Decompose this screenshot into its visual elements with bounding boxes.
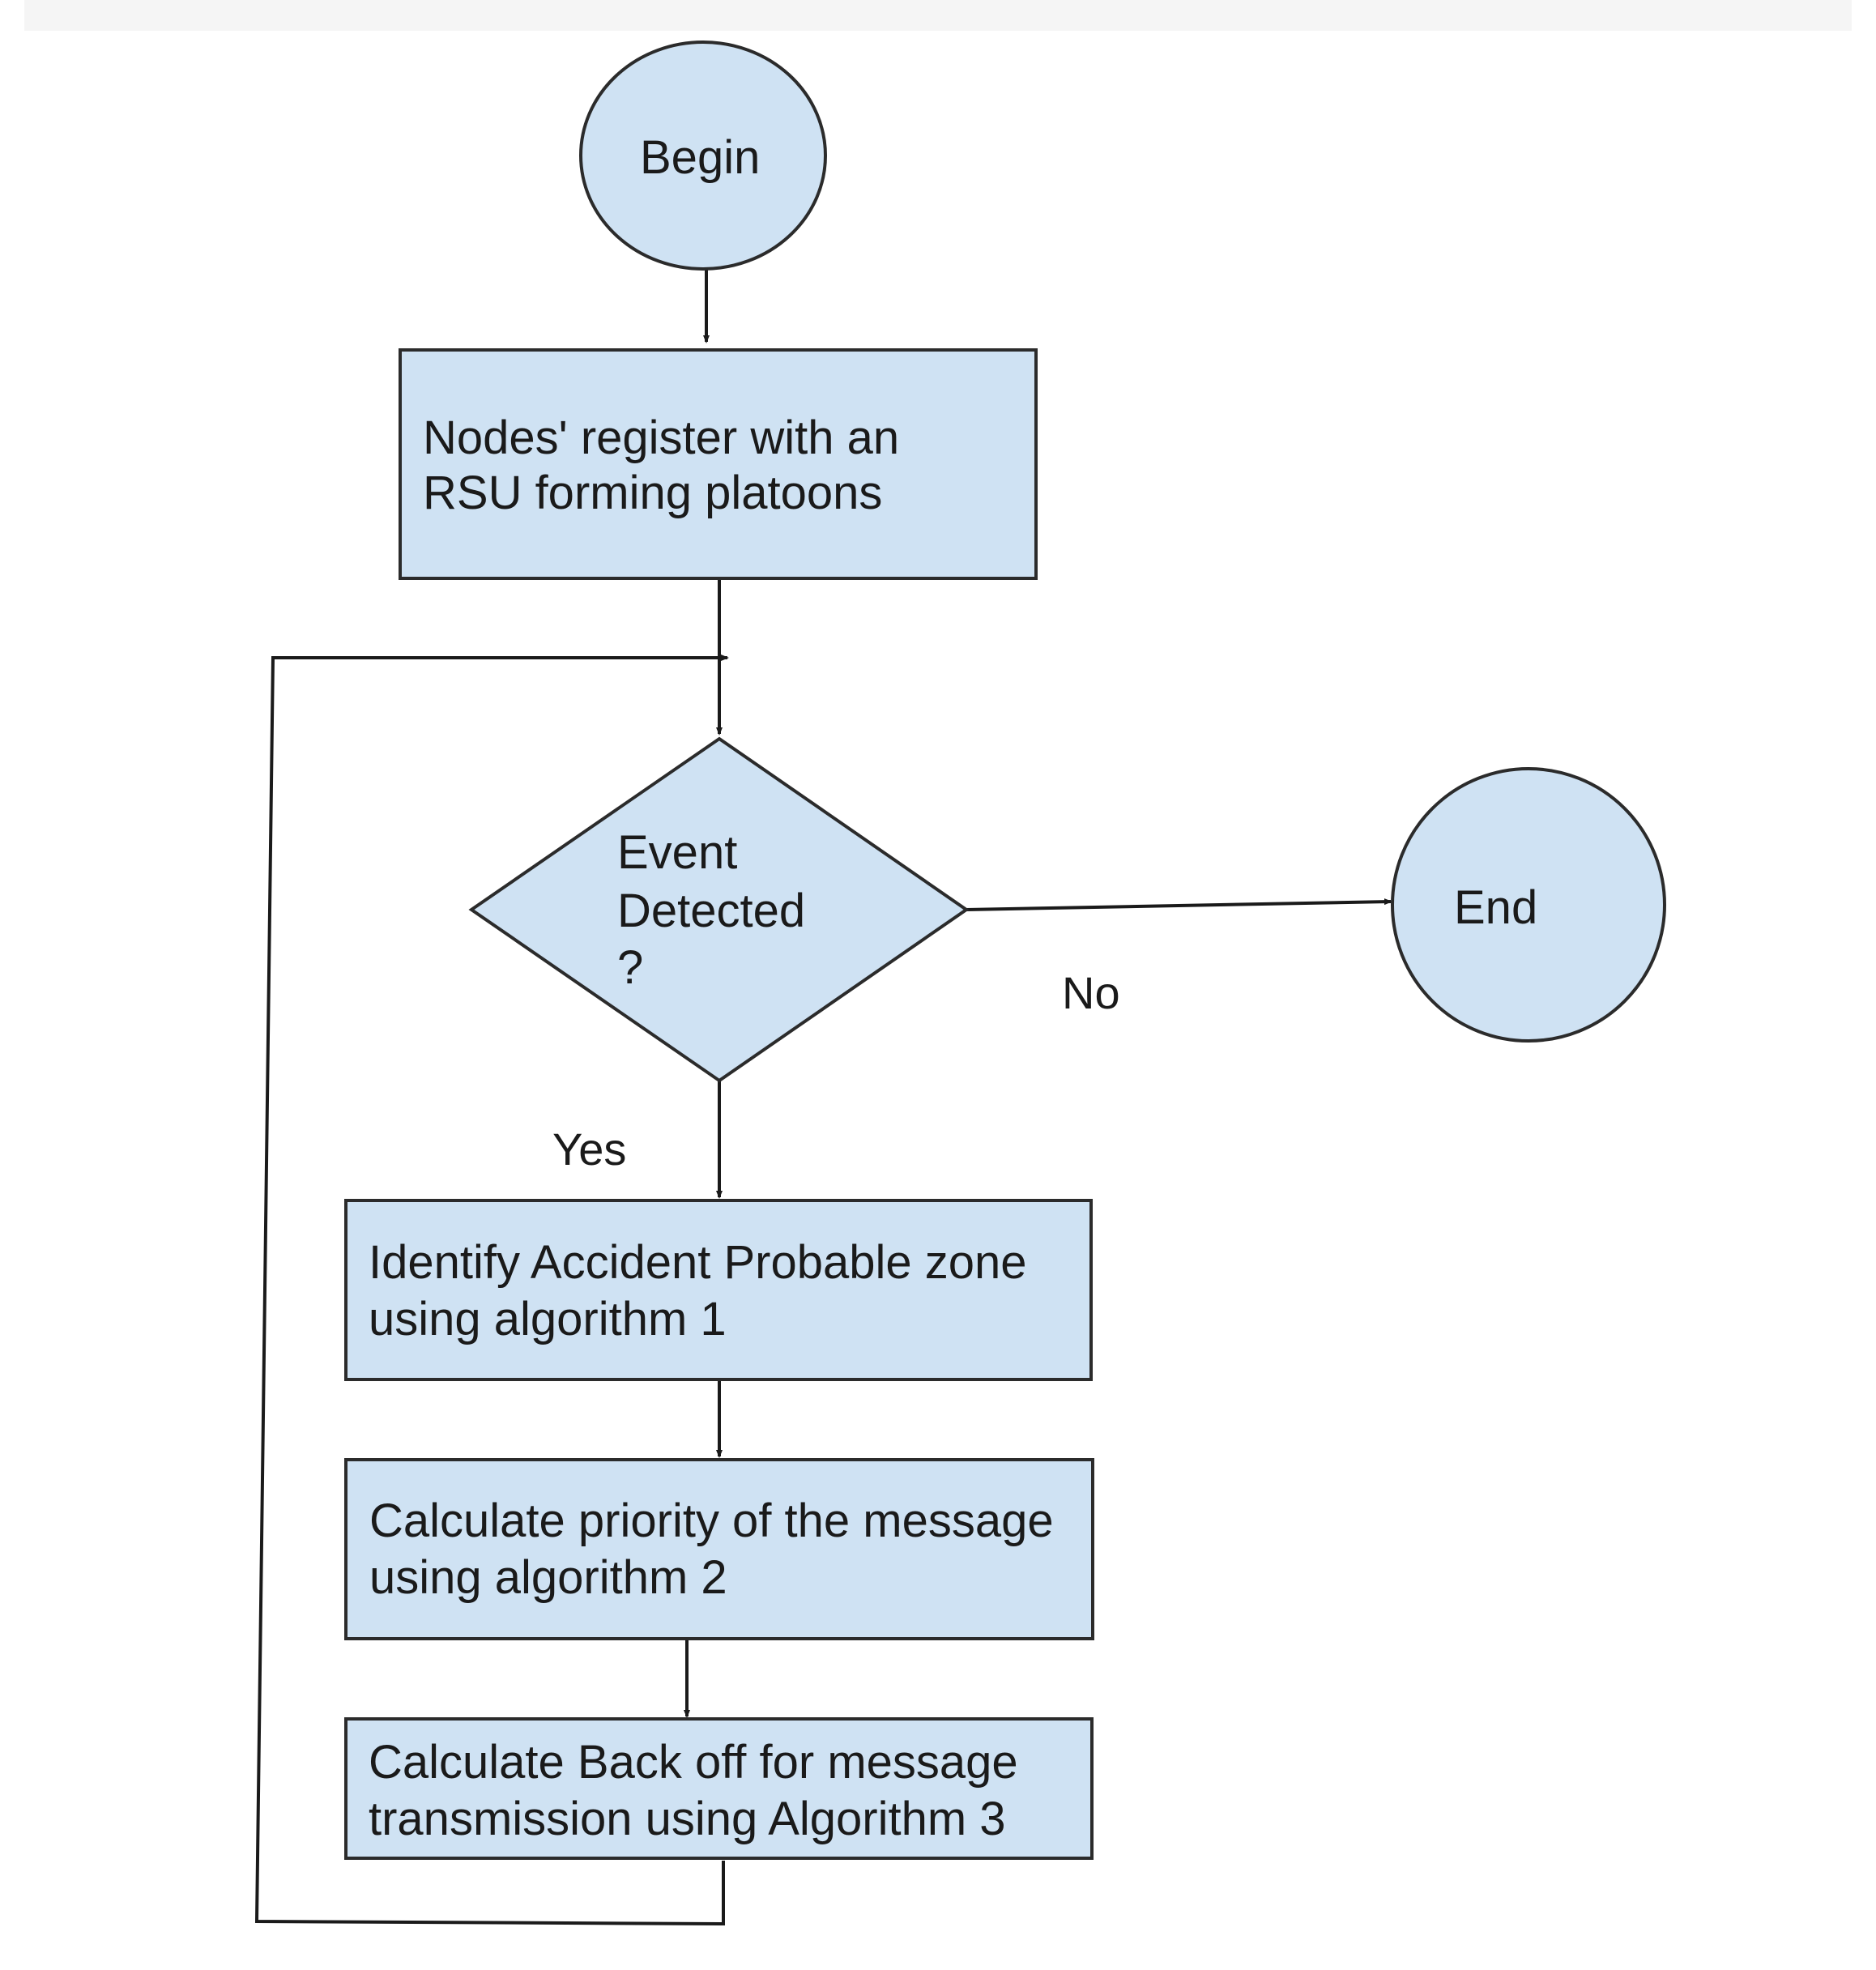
identify-label-line1: Identify Accident Probable zone [369, 1236, 1027, 1289]
decision-label-line2: Detected [617, 885, 805, 937]
backoff-node: Calculate Back off for message transmiss… [344, 1717, 1094, 1860]
register-box [399, 348, 1038, 580]
begin-node: Begin [579, 41, 827, 271]
identify-node: Identify Accident Probable zone using al… [344, 1199, 1093, 1381]
register-label-line1: Nodes' register with an [423, 411, 899, 464]
decision-diamond [468, 736, 970, 1083]
identify-box [344, 1199, 1093, 1381]
begin-circle [579, 41, 827, 271]
priority-node: Calculate priority of the message using … [344, 1458, 1094, 1640]
edge-decision-to-end [966, 898, 1392, 911]
priority-box [344, 1458, 1094, 1640]
begin-label: Begin [640, 131, 760, 184]
end-node: End [1391, 767, 1666, 1043]
backoff-box [344, 1717, 1094, 1860]
backoff-label-line1: Calculate Back off for message [369, 1736, 1018, 1789]
register-label-line2: RSU forming platoons [423, 467, 882, 519]
decision-label-line1: Event [617, 826, 737, 879]
edge-label-yes: Yes [552, 1124, 626, 1175]
priority-label-line1: Calculate priority of the message [369, 1495, 1054, 1547]
top-band [24, 0, 1852, 31]
backoff-label-line2: transmission using Algorithm 3 [369, 1793, 1006, 1845]
register-node: Nodes' register with an RSU forming plat… [399, 348, 1038, 580]
end-circle [1391, 767, 1666, 1043]
end-label: End [1454, 881, 1537, 934]
edge-label-no: No [1062, 967, 1120, 1018]
decision-label-line3: ? [617, 941, 643, 994]
edge-loop-back [254, 655, 729, 1926]
identify-label-line2: using algorithm 1 [369, 1293, 727, 1345]
priority-label-line2: using algorithm 2 [369, 1551, 727, 1604]
decision-node: Event Detected ? [468, 736, 970, 1083]
